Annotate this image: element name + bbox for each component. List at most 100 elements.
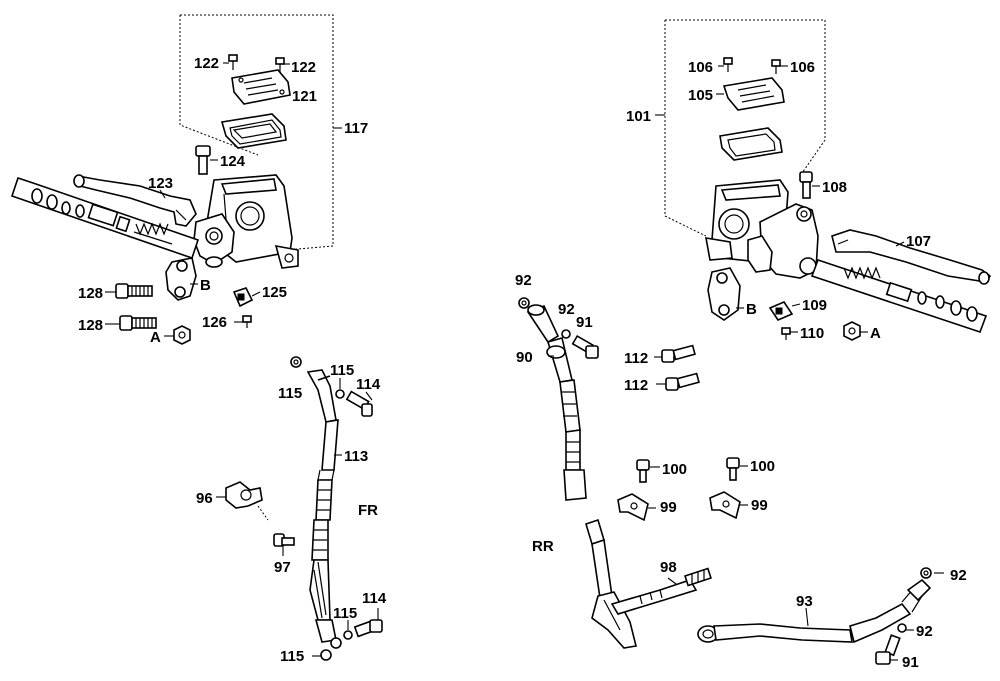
rear-master-cylinder-group bbox=[617, 19, 992, 522]
bolt-124 bbox=[195, 145, 211, 175]
label-114-top: 114 bbox=[356, 376, 381, 393]
screw-126 bbox=[242, 315, 252, 328]
washer-115-top-right bbox=[335, 389, 345, 399]
handlebar-rail-left bbox=[10, 176, 200, 260]
screw-122-right bbox=[275, 57, 285, 72]
reservoir-cap-105 bbox=[722, 77, 785, 111]
label-124: 124 bbox=[220, 153, 246, 170]
label-117: 117 bbox=[344, 120, 368, 137]
label-93: 93 bbox=[796, 593, 813, 610]
label-110: 110 bbox=[800, 325, 824, 342]
clamp-b-left bbox=[165, 257, 197, 301]
nut-a-right bbox=[843, 321, 861, 341]
washer-115-bottom-right bbox=[343, 630, 353, 640]
washer-92-top bbox=[518, 297, 530, 309]
master-cylinder-body-rear bbox=[705, 179, 819, 279]
brake-lever-107 bbox=[831, 229, 992, 285]
label-97: 97 bbox=[274, 559, 291, 576]
label-99-right: 99 bbox=[751, 497, 768, 514]
screw-106-right bbox=[771, 59, 781, 74]
hose-clamp-96 bbox=[225, 481, 263, 509]
label-92-mid: 92 bbox=[558, 301, 575, 318]
bolt-100-right bbox=[726, 457, 740, 481]
label-92-upper-right: 92 bbox=[950, 567, 967, 584]
screw-110 bbox=[781, 327, 791, 340]
bolt-97 bbox=[273, 533, 295, 547]
label-100-right: 100 bbox=[750, 458, 775, 475]
washer-92-upper-right bbox=[920, 567, 932, 579]
label-112-lower: 112 bbox=[624, 377, 648, 394]
switch-109 bbox=[768, 301, 794, 321]
label-115-bottom-left: 115 bbox=[280, 648, 304, 665]
label-106-left: 106 bbox=[688, 59, 713, 76]
clamp-b-right bbox=[707, 267, 741, 321]
label-91-top: 91 bbox=[576, 314, 593, 331]
front-master-cylinder-group bbox=[10, 14, 342, 345]
screw-106-left bbox=[723, 57, 733, 72]
banjo-bolt-91-bottom bbox=[875, 634, 901, 665]
label-92-lower-right: 92 bbox=[916, 623, 933, 640]
label-fr: FR bbox=[358, 502, 378, 519]
washer-92-lower-right bbox=[897, 623, 907, 633]
label-115-top-left: 115 bbox=[278, 385, 302, 402]
label-rr: RR bbox=[532, 538, 554, 555]
label-108: 108 bbox=[822, 179, 847, 196]
label-105: 105 bbox=[688, 87, 713, 104]
diaphragm-rear bbox=[719, 127, 783, 161]
label-b-left: B bbox=[200, 277, 211, 294]
bolt-128-upper bbox=[115, 283, 153, 299]
switch-125 bbox=[232, 287, 254, 308]
banjo-bolt-114-bottom bbox=[353, 619, 383, 638]
label-92-top: 92 bbox=[515, 272, 532, 289]
label-98: 98 bbox=[660, 559, 677, 576]
label-109: 109 bbox=[802, 297, 827, 314]
label-a-left: A bbox=[150, 329, 161, 346]
washer-115-bottom-left bbox=[320, 649, 332, 661]
label-115-bottom-right: 115 bbox=[333, 605, 357, 622]
banjo-bolt-114-top bbox=[345, 390, 373, 417]
label-101: 101 bbox=[626, 108, 651, 125]
rear-brake-rod-98 bbox=[585, 518, 712, 649]
label-128-upper: 128 bbox=[78, 285, 103, 302]
clip-99-left bbox=[617, 493, 649, 522]
bolt-112-lower bbox=[665, 372, 700, 391]
label-126: 126 bbox=[202, 314, 227, 331]
label-a-right: A bbox=[870, 325, 881, 342]
label-113: 113 bbox=[344, 448, 368, 465]
clip-99-right bbox=[709, 491, 741, 520]
label-99-left: 99 bbox=[660, 499, 677, 516]
label-90: 90 bbox=[516, 349, 533, 366]
bolt-128-lower bbox=[119, 315, 157, 331]
label-121: 121 bbox=[292, 88, 317, 105]
label-122-left: 122 bbox=[194, 55, 219, 72]
label-106-right: 106 bbox=[790, 59, 815, 76]
rear-brake-hose-90 bbox=[518, 297, 599, 501]
bolt-112-upper bbox=[661, 344, 696, 363]
bolt-100-left bbox=[636, 459, 650, 483]
callout-labels: 122 122 121 117 124 123 128 B 125 128 12… bbox=[78, 55, 967, 671]
diaphragm bbox=[220, 113, 287, 149]
label-91-bottom: 91 bbox=[902, 654, 919, 671]
label-100-left: 100 bbox=[662, 461, 687, 478]
reservoir-cap-121 bbox=[231, 69, 291, 105]
label-114-bottom: 114 bbox=[362, 590, 387, 607]
label-125: 125 bbox=[262, 284, 287, 301]
front-brake-hose-group bbox=[216, 356, 383, 661]
screw-122-left bbox=[228, 54, 238, 70]
label-128-lower: 128 bbox=[78, 317, 103, 334]
label-b-right: B bbox=[746, 301, 757, 318]
label-107: 107 bbox=[906, 233, 931, 250]
label-96: 96 bbox=[196, 490, 213, 507]
label-122-right: 122 bbox=[291, 59, 316, 76]
label-115-top-right: 115 bbox=[330, 362, 354, 379]
banjo-bolt-91-top bbox=[571, 334, 599, 359]
handlebar-rail-right bbox=[810, 258, 988, 334]
brake-lever-123 bbox=[73, 174, 197, 227]
washer-115-top-left bbox=[290, 356, 302, 368]
washer-92-mid bbox=[561, 329, 571, 339]
master-cylinder-body bbox=[193, 174, 299, 269]
brake-hose-93 bbox=[697, 567, 944, 665]
bolt-108 bbox=[799, 171, 813, 199]
